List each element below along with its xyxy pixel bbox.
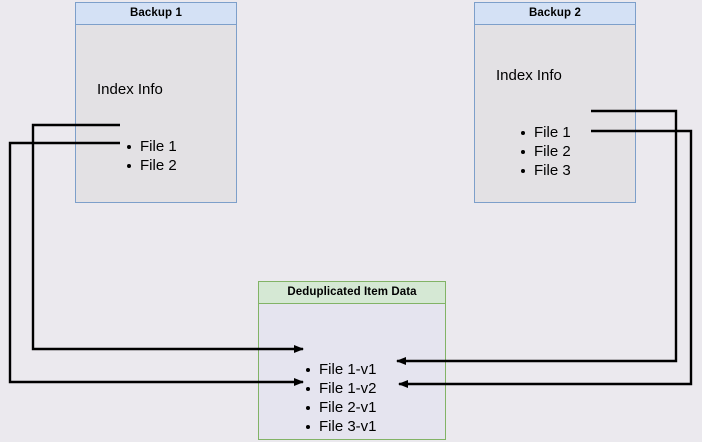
backup-1-body: Index Info File 1 File 2	[75, 25, 237, 203]
backup-1-file-item[interactable]: File 2	[126, 156, 177, 175]
dedup-item-list: File 1-v1 File 1-v2 File 2-v1 File 3-v1	[305, 360, 377, 436]
dedup-item[interactable]: File 1-v2	[305, 379, 377, 398]
backup-2-body: Index Info File 1 File 2 File 3	[474, 25, 636, 203]
dedup-item[interactable]: File 1-v1	[305, 360, 377, 379]
backup-2-file-item[interactable]: File 2	[520, 142, 571, 161]
backup-2-box[interactable]: Backup 2 Index Info File 1 File 2 File 3	[474, 2, 636, 203]
backup-2-file-item[interactable]: File 1	[520, 123, 571, 142]
backup-2-index-label: Index Info	[496, 67, 562, 84]
dedup-item[interactable]: File 3-v1	[305, 417, 377, 436]
deduplicated-item-data-box[interactable]: Deduplicated Item Data File 1-v1 File 1-…	[258, 281, 446, 440]
backup-1-header: Backup 1	[75, 2, 237, 25]
dedup-header: Deduplicated Item Data	[258, 281, 446, 304]
backup-1-box[interactable]: Backup 1 Index Info File 1 File 2	[75, 2, 237, 203]
backup-1-index-label: Index Info	[97, 81, 163, 98]
backup-2-header: Backup 2	[474, 2, 636, 25]
dedup-body: File 1-v1 File 1-v2 File 2-v1 File 3-v1	[258, 304, 446, 440]
dedup-item[interactable]: File 2-v1	[305, 398, 377, 417]
backup-2-file-list: File 1 File 2 File 3	[520, 123, 571, 180]
backup-1-file-list: File 1 File 2	[126, 137, 177, 175]
backup-2-file-item[interactable]: File 3	[520, 161, 571, 180]
backup-1-file-item[interactable]: File 1	[126, 137, 177, 156]
